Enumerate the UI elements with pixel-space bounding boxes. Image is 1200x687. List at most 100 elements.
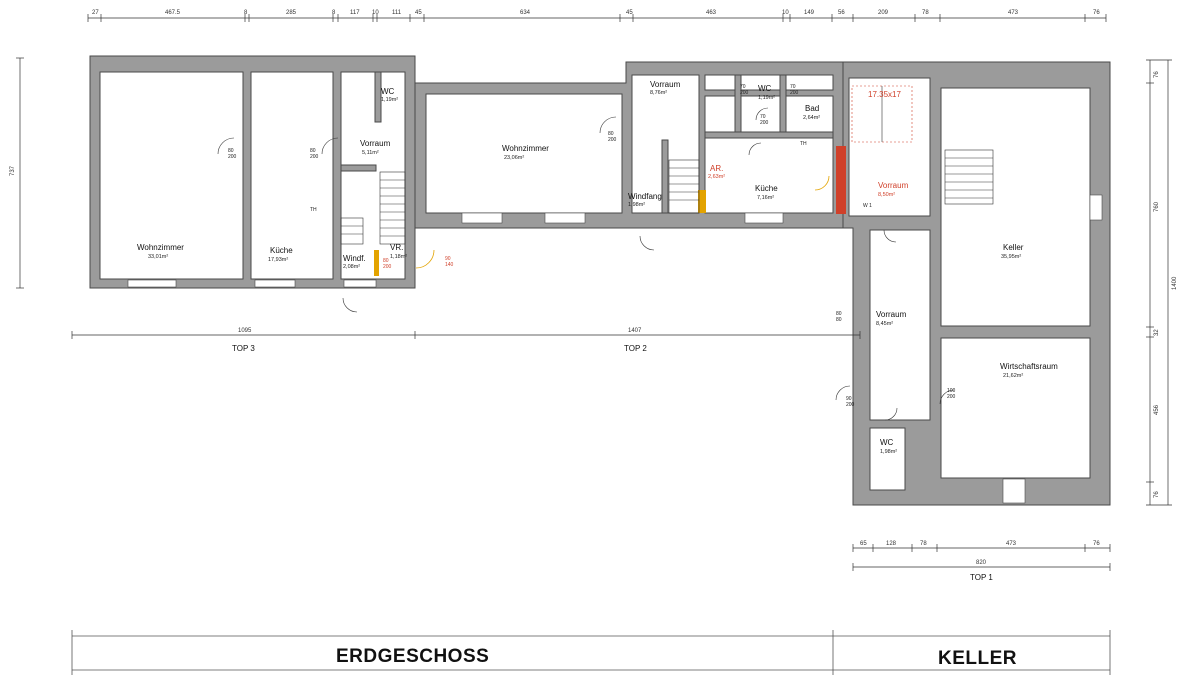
- windows-keller: [1002, 194, 1103, 504]
- room-area: 35,95m²: [1001, 254, 1021, 260]
- room-name: Vorraum: [878, 181, 909, 190]
- top-dim: 209: [878, 10, 889, 16]
- room-name: Vorraum: [360, 139, 391, 148]
- top-dimension-values: 27 467.5 8 285 8 117 10 111 45 634 45 46…: [92, 10, 1100, 16]
- room-area: 1,19m²: [758, 95, 775, 101]
- right-dim: 456: [1154, 404, 1160, 415]
- right-dim: 1400: [1172, 276, 1178, 290]
- red-wall-highlight: [836, 146, 846, 214]
- room-name: Wohnzimmer: [137, 243, 184, 252]
- yellow-wall-highlight: [374, 250, 379, 276]
- walls-keller: [842, 61, 1111, 506]
- room-area: 21,62m²: [1003, 373, 1023, 379]
- top-dimension-line: [87, 14, 1107, 22]
- room-area: 7,16m²: [757, 195, 774, 201]
- room-name: VR.: [390, 243, 403, 252]
- right-dim: 32: [1154, 329, 1160, 336]
- top-dim: 45: [626, 10, 633, 16]
- windows-top2: [461, 212, 784, 224]
- top1-dimension-line: [852, 544, 1111, 571]
- room-area: 1,98m²: [880, 449, 897, 455]
- unit-label-top3: TOP 3: [232, 344, 255, 353]
- room-area: 8,76m²: [650, 90, 667, 96]
- top-dim: 111: [392, 10, 402, 16]
- bottom-dim: 1095: [238, 328, 252, 334]
- right-dim: 76: [1154, 71, 1160, 78]
- top1-dim: 76: [1093, 541, 1100, 547]
- room-area: 17,93m²: [268, 257, 288, 263]
- top1-dim: 820: [976, 560, 987, 566]
- right-dim: 760: [1154, 201, 1160, 212]
- top1-dim: 473: [1006, 541, 1017, 547]
- room-area: 5,11m²: [362, 150, 379, 156]
- top-dim: 45: [415, 10, 422, 16]
- top-dim: 10: [782, 10, 789, 16]
- room-name: Bad: [805, 104, 819, 113]
- stairs-keller: [851, 85, 994, 205]
- room-area: 33,01m²: [148, 254, 168, 260]
- room-area: 2,64m²: [803, 115, 820, 121]
- room-area: 8,50m²: [878, 192, 895, 198]
- room-area: 2,08m²: [343, 264, 360, 270]
- bottom-dim: 1407: [628, 328, 642, 334]
- room-area: 1,98m²: [628, 202, 645, 208]
- label-th: TH: [800, 141, 807, 147]
- room-name: Keller: [1003, 243, 1024, 252]
- room-area: 8,45m²: [876, 321, 893, 327]
- left-dim: 737: [10, 165, 16, 176]
- left-dimension-line: [16, 57, 24, 289]
- walls-top3: [89, 55, 416, 289]
- top-dim: 8: [332, 10, 336, 16]
- room-name: WC: [880, 438, 894, 447]
- room-area: 1,19m²: [381, 97, 398, 103]
- top-dim: 27: [92, 10, 99, 16]
- door-swings-highlight: [415, 175, 830, 269]
- top1-dim: 78: [920, 541, 927, 547]
- top-dim: 76: [1093, 10, 1100, 16]
- title-block-frame: [71, 630, 1111, 675]
- room-name: Küche: [270, 246, 293, 255]
- stairs-top2: [668, 159, 700, 214]
- room-area: 2,63m²: [708, 174, 725, 180]
- room-name: Wohnzimmer: [502, 144, 549, 153]
- top-dim: 463: [706, 10, 717, 16]
- top-dim: 78: [922, 10, 929, 16]
- unit-label-top1: TOP 1: [970, 573, 993, 582]
- top-dim: 467.5: [165, 10, 181, 16]
- room-name: Vorraum: [876, 310, 907, 319]
- room-name: Windfang: [628, 192, 662, 201]
- top-dim: 634: [520, 10, 531, 16]
- top-dim: 473: [1008, 10, 1019, 16]
- label-th: TH: [310, 207, 317, 213]
- room-name: Windf.: [343, 254, 366, 263]
- top-dim: 8: [244, 10, 248, 16]
- room-area: 23,06m²: [504, 155, 524, 161]
- stairs-top3: [340, 171, 406, 245]
- right-dimension-line: [1146, 59, 1172, 506]
- windows-top3: [127, 279, 377, 288]
- yellow-wall-highlight: [698, 190, 706, 213]
- unit-label-top2: TOP 2: [624, 344, 647, 353]
- title-erdgeschoss: ERDGESCHOSS: [336, 646, 489, 667]
- room-name: WC: [381, 87, 395, 96]
- top-dim: 56: [838, 10, 845, 16]
- top1-dim: 128: [886, 541, 897, 547]
- top-dim: 149: [804, 10, 815, 16]
- door-swings: [217, 107, 955, 421]
- stair-label: 17.35x17: [868, 90, 901, 99]
- room-name: Wirtschaftsraum: [1000, 362, 1058, 371]
- title-keller: KELLER: [938, 648, 1017, 669]
- right-dim: 76: [1154, 491, 1160, 498]
- top-dim: 285: [286, 10, 297, 16]
